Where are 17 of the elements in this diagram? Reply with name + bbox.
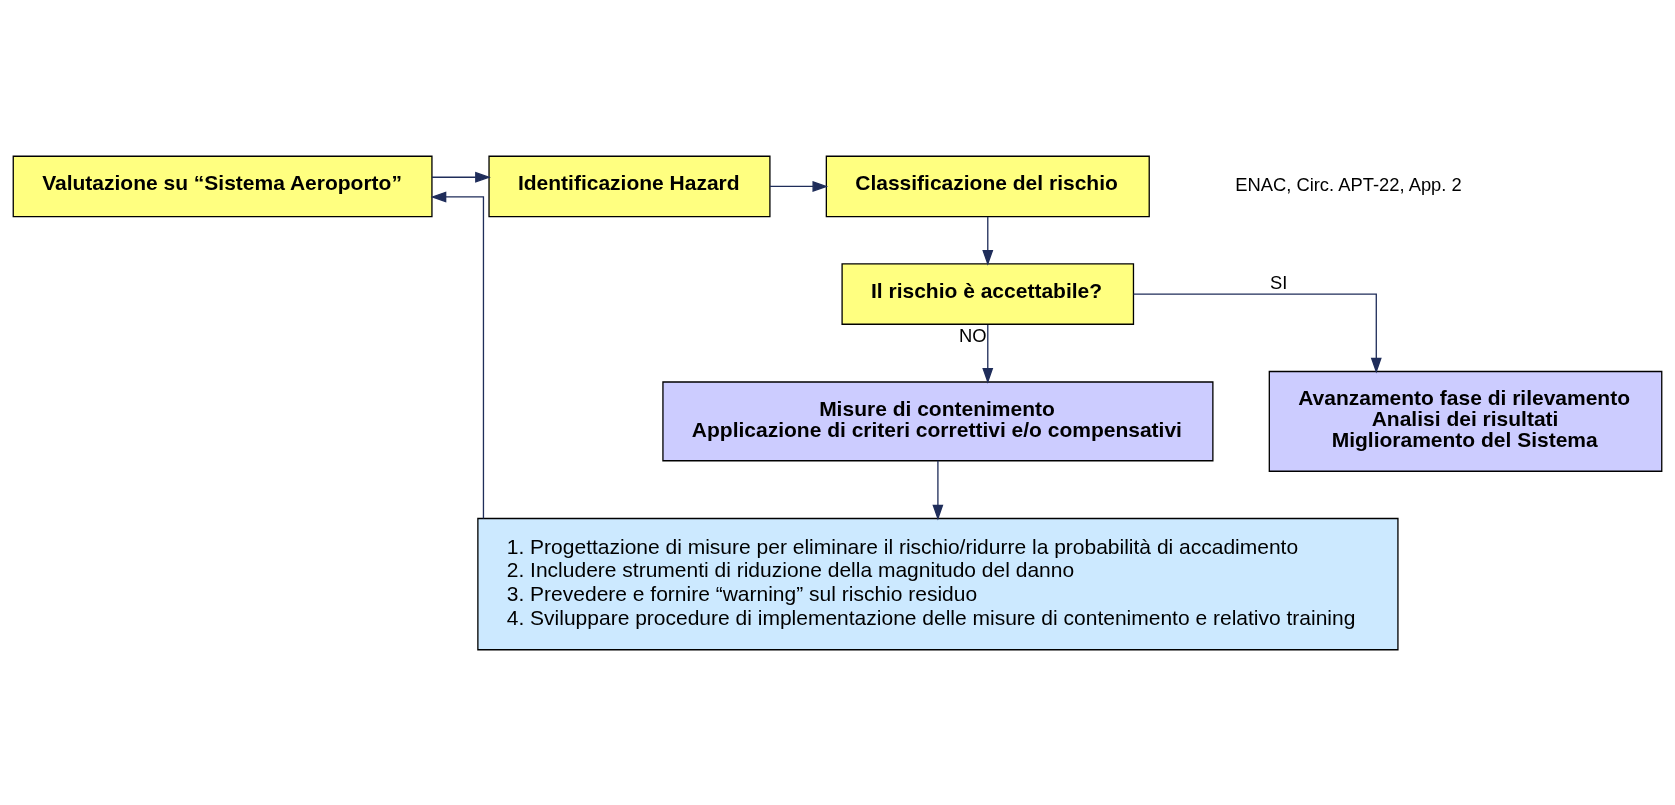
- node-box: 1. Progettazione di misure per eliminare il rischio/ridurre la probabilità di accadimento 2. Includere strumenti di riduzione della magnitudo del danno 3. Prevedere e fornire “warning” sul rischio residuo 4. Sviluppare procedure di implementazione delle misure di contenimento e relativo training: [477, 517, 1399, 650]
- arrow: [932, 459, 944, 520]
- edge-label: NO: [958, 324, 987, 346]
- arrow: [430, 190, 485, 519]
- edge-label: SI: [1269, 271, 1288, 293]
- arrow: [769, 180, 829, 192]
- arrow: [982, 323, 994, 384]
- arrow: [1132, 292, 1382, 373]
- label: ENAC, Circ. APT-22, App. 2: [1235, 173, 1462, 195]
- node-box: Valutazione su “Sistema Aeroporto”: [12, 155, 433, 217]
- node-box: Identificazione Hazard: [488, 155, 771, 217]
- node-box: Il rischio è accettabile?: [841, 262, 1135, 325]
- arrow: [982, 215, 994, 266]
- node-box: Avanzamento fase di rilevamento Analisi dei risultati Miglioramento del Sistema: [1268, 370, 1663, 472]
- arrow: [431, 171, 491, 183]
- node-box: Classificazione del rischio: [825, 155, 1150, 217]
- node-box: Misure di contenimento Applicazione di criteri correttivi e/o compensativi: [662, 380, 1214, 461]
